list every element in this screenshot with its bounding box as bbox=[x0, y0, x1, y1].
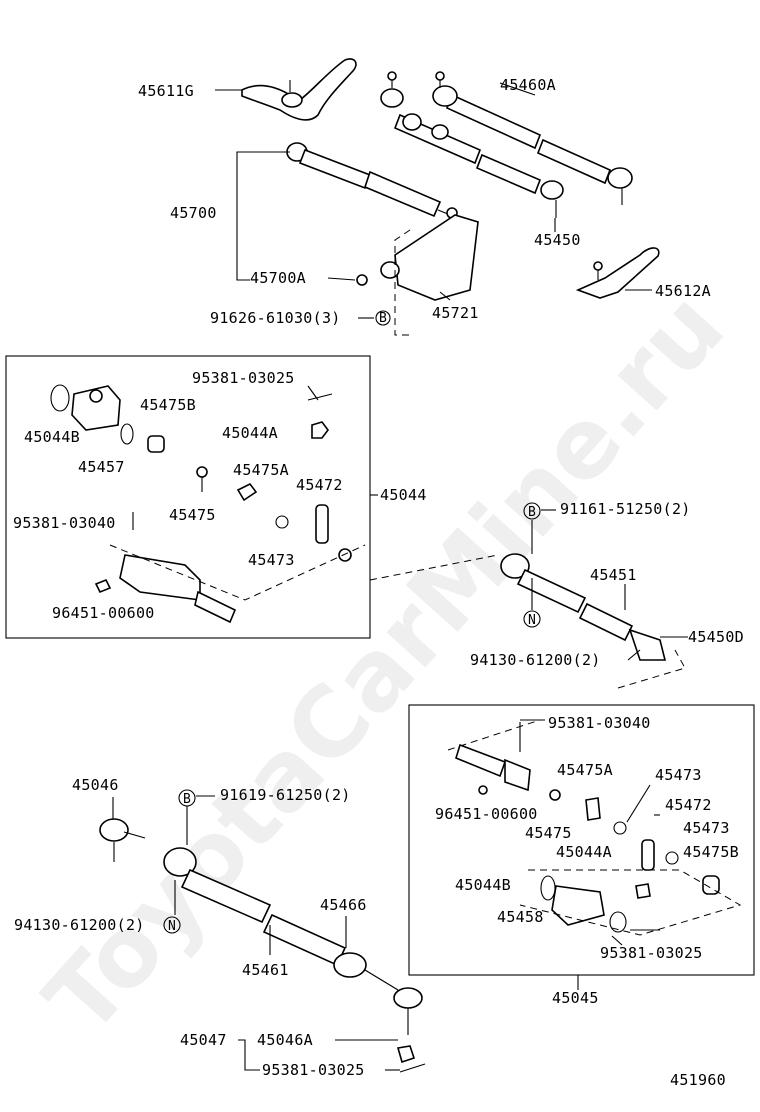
label-45047: 45047 bbox=[180, 1031, 227, 1049]
label-96451-b: 96451-00600 bbox=[435, 805, 538, 823]
label-45044A-b: 45044A bbox=[556, 843, 612, 861]
box-45045 bbox=[408, 704, 755, 976]
label-45475A-a: 45475A bbox=[233, 461, 289, 479]
label-45046A: 45046A bbox=[257, 1031, 313, 1049]
tie-rod-45461 bbox=[163, 847, 423, 1035]
watermark: ToyotaCarMine.ru bbox=[24, 271, 746, 1055]
tie-rod-assembly-middle bbox=[380, 71, 564, 218]
label-45466: 45466 bbox=[320, 896, 367, 914]
label-45472-a: 45472 bbox=[296, 476, 343, 494]
label-95381-03040-a: 95381-03040 bbox=[13, 514, 116, 532]
label-45721: 45721 bbox=[432, 304, 479, 322]
steering-damper-bracket bbox=[380, 214, 479, 301]
label-45046: 45046 bbox=[72, 776, 119, 794]
label-45044B-b: 45044B bbox=[455, 876, 511, 894]
nut-96451 bbox=[94, 578, 112, 594]
plug-45475 bbox=[196, 466, 208, 478]
label-45611G: 45611G bbox=[138, 82, 194, 100]
label-91626: 91626-61030(3) bbox=[210, 309, 341, 327]
tie-rod-end-45045 bbox=[455, 743, 531, 792]
label-45472-b: 45472 bbox=[665, 796, 712, 814]
label-45044: 45044 bbox=[380, 486, 427, 504]
label-45460A: 45460A bbox=[500, 76, 556, 94]
label-45473-a: 45473 bbox=[248, 551, 295, 569]
label-45044B-a: 45044B bbox=[24, 428, 80, 446]
label-95381-03025-a: 95381-03025 bbox=[192, 369, 295, 387]
label-45475-b: 45475 bbox=[525, 824, 572, 842]
label-45457: 45457 bbox=[78, 458, 125, 476]
label-95381-03025-b: 95381-03025 bbox=[600, 944, 703, 962]
ball-stud-45472 bbox=[315, 504, 329, 544]
label-45475B-b: 45475B bbox=[683, 843, 739, 861]
label-45473-b: 45473 bbox=[655, 766, 702, 784]
label-45475B-a: 45475B bbox=[140, 396, 196, 414]
label-45451: 45451 bbox=[590, 566, 637, 584]
nut-icon bbox=[311, 421, 329, 439]
label-45044A-a: 45044A bbox=[222, 424, 278, 442]
seat-45473 bbox=[275, 515, 289, 529]
label-45045: 45045 bbox=[552, 989, 599, 1007]
label-91161: 91161-51250(2) bbox=[560, 500, 691, 518]
seat-45475B bbox=[147, 435, 165, 453]
nut-45046A bbox=[396, 1045, 416, 1064]
ball-socket-45458 bbox=[540, 875, 627, 933]
knuckle-arm-left bbox=[241, 58, 357, 121]
label-45700A: 45700A bbox=[250, 269, 306, 287]
marker-b-2: B bbox=[528, 505, 536, 520]
label-45473-c: 45473 bbox=[683, 819, 730, 837]
label-45475A-b: 45475A bbox=[557, 761, 613, 779]
tie-rod-end-45044 bbox=[119, 554, 237, 624]
label-45450D: 45450D bbox=[688, 628, 744, 646]
label-94130-a: 94130-61200(2) bbox=[470, 651, 601, 669]
label-45612A: 45612A bbox=[655, 282, 711, 300]
label-95381-03025-c: 95381-03025 bbox=[262, 1061, 365, 1079]
diagram-id: 451960 bbox=[670, 1071, 726, 1089]
spring-icon bbox=[236, 482, 258, 502]
ball-socket-45457 bbox=[50, 384, 134, 445]
label-91619: 91619-61250(2) bbox=[220, 786, 351, 804]
label-45458: 45458 bbox=[497, 908, 544, 926]
tie-rod-assembly-top bbox=[432, 71, 633, 205]
spring-icon-b bbox=[585, 797, 601, 821]
drag-link bbox=[286, 142, 458, 219]
label-45450: 45450 bbox=[534, 231, 581, 249]
box-45044 bbox=[5, 355, 371, 639]
marker-n-1: N bbox=[528, 613, 536, 628]
label-94130-b: 94130-61200(2) bbox=[14, 916, 145, 934]
label-45700: 45700 bbox=[170, 204, 217, 222]
label-45461: 45461 bbox=[242, 961, 289, 979]
label-45475-a: 45475 bbox=[169, 506, 216, 524]
marker-b-3: B bbox=[183, 792, 191, 807]
marker-n-2: N bbox=[168, 919, 176, 934]
label-95381-03040-b: 95381-03040 bbox=[548, 714, 651, 732]
label-96451-a: 96451-00600 bbox=[52, 604, 155, 622]
tie-rod-45450D bbox=[500, 553, 667, 661]
marker-b-1: B bbox=[379, 311, 387, 326]
tie-rod-end-45046 bbox=[99, 818, 146, 862]
knuckle-arm-right bbox=[575, 247, 660, 299]
